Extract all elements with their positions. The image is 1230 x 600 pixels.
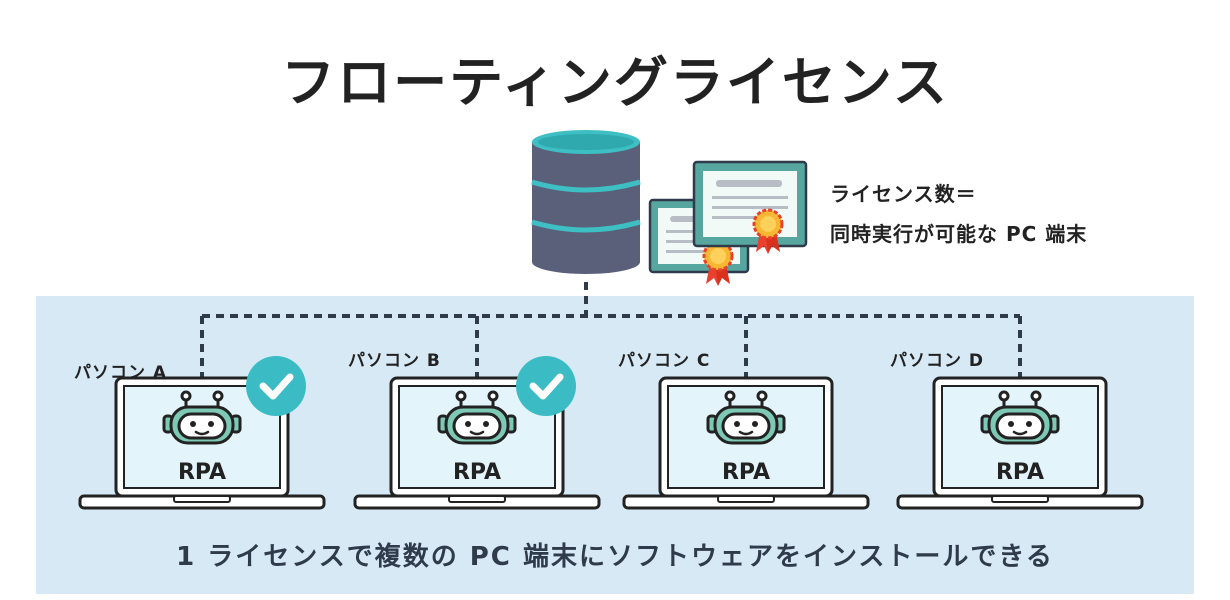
license-note-line1: ライセンス数＝ <box>830 182 977 206</box>
laptop-icon <box>78 376 1144 510</box>
page-title: フローティングライセンス <box>281 51 949 114</box>
screen-label-c: RPA <box>722 460 770 485</box>
database-icon <box>531 130 641 274</box>
computer-label-d: パソコン D <box>890 351 985 371</box>
screen-label-a: RPA <box>178 460 226 485</box>
network-lines <box>200 282 1022 378</box>
computer-label-c: パソコン C <box>618 351 711 371</box>
computer-label-b: パソコン B <box>348 351 441 371</box>
license-note-line2: 同時実行が可能な PC 端末 <box>830 222 1088 246</box>
certificate-icon <box>648 160 808 288</box>
computer-label-a: パソコン A <box>74 363 168 383</box>
caption: 1 ライセンスで複数の PC 端末にソフトウェアをインストールできる <box>176 542 1054 572</box>
screen-label-d: RPA <box>996 460 1044 485</box>
license-note: ライセンス数＝ 同時実行が可能な PC 端末 <box>830 174 1087 254</box>
screen-label-b: RPA <box>453 460 501 485</box>
